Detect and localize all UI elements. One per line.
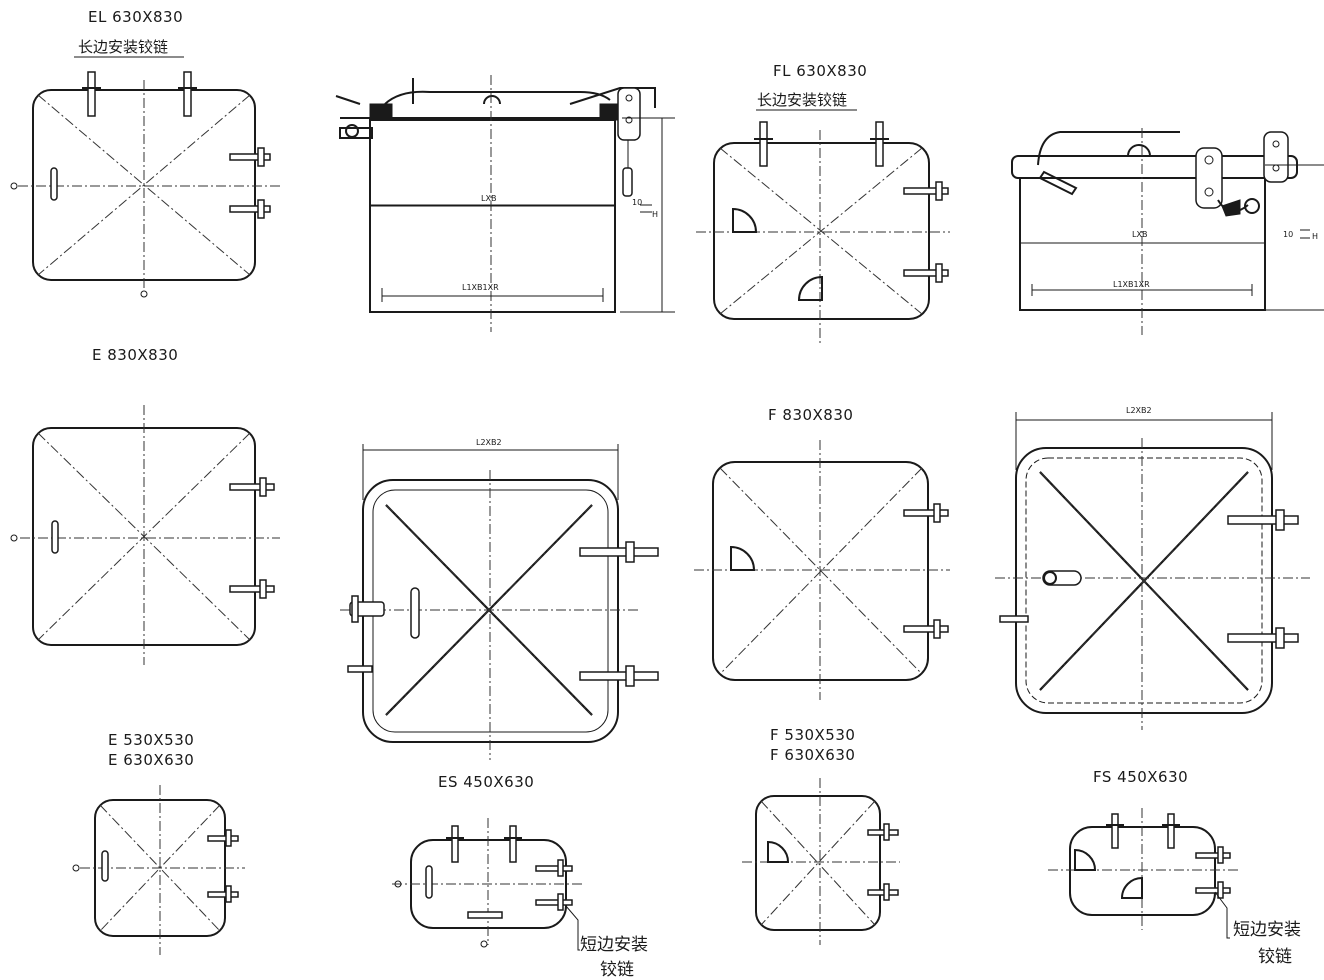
door-e-530-630 — [72, 785, 245, 955]
title-e-630x630: E 630X630 — [108, 751, 195, 769]
dim-h-1: H — [652, 210, 659, 219]
door-f-830x830 — [694, 440, 950, 700]
dim-h-2: H — [1312, 232, 1319, 241]
note-fs-short-side-1: 短边安装 — [1233, 920, 1301, 940]
door-el-630x830 — [10, 71, 280, 298]
dim-l1xb1xr-1: L1XB1XR — [462, 283, 499, 292]
dim-l1xb1xr-2: L1XB1XR — [1113, 280, 1150, 289]
dim-l2xb2-1: L2XB2 — [476, 438, 502, 447]
title-f-530x530: F 530X530 — [770, 726, 856, 744]
door-e-830x830 — [10, 405, 280, 665]
title-e-830x830: E 830X830 — [92, 346, 179, 364]
dim-10-1: 10 — [632, 198, 643, 207]
title-fl-630x830: FL 630X830 — [773, 62, 868, 80]
door-el-side-section — [335, 75, 675, 332]
door-fl-side-section — [1011, 128, 1324, 335]
title-f-630x630: F 630X630 — [770, 746, 856, 764]
title-f-830x830: F 830X830 — [768, 406, 854, 424]
door-f-530-630 — [742, 778, 900, 945]
note-fl-long-side-hinge: 长边安装铰链 — [757, 91, 848, 109]
dim-l2xb2-2: L2XB2 — [1126, 406, 1152, 415]
door-fl-630x830 — [696, 121, 950, 345]
title-e-530x530: E 530X530 — [108, 731, 195, 749]
door-fs-450x630 — [1048, 808, 1240, 939]
title-es-450x630: ES 450X630 — [438, 773, 535, 791]
note-es-short-side-2: 铰链 — [600, 960, 634, 980]
dim-lxb-1: LXB — [481, 194, 497, 203]
note-fs-short-side-2: 铰链 — [1258, 947, 1292, 967]
title-el-630x830: EL 630X830 — [88, 8, 184, 26]
door-e-830-reinforced — [340, 444, 659, 760]
note-es-short-side-1: 短边安装 — [580, 935, 648, 955]
door-es-450x630 — [392, 818, 585, 951]
note-el-long-side-hinge: 长边安装铰链 — [78, 38, 169, 56]
dim-10-2: 10 — [1283, 230, 1294, 239]
door-f-830-reinforced — [995, 412, 1310, 730]
title-fs-450x630: FS 450X630 — [1093, 768, 1189, 786]
dim-lxb-2: LXB — [1132, 230, 1148, 239]
